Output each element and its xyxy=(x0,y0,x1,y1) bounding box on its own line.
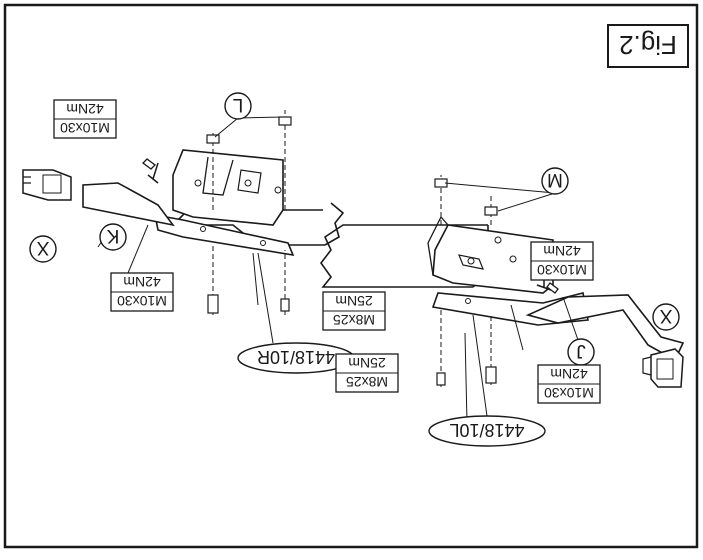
svg-text:42Nm: 42Nm xyxy=(123,274,160,290)
svg-text:M10x30: M10x30 xyxy=(544,385,594,401)
svg-text:25Nm: 25Nm xyxy=(335,293,372,309)
svg-text:L: L xyxy=(233,94,244,115)
spec-box-m8-right: M8x25 25Nm xyxy=(322,291,386,331)
bolt-m8-left xyxy=(436,307,446,387)
callout-l: L xyxy=(224,92,252,120)
figure-label-box: Fig.2 xyxy=(607,24,689,68)
spec-box-m10-left-upper: M10x30 42Nm xyxy=(530,241,594,281)
callout-x-left: X xyxy=(652,303,680,331)
callout-x-right: X xyxy=(29,235,57,263)
bolt-m10-right-lower xyxy=(207,245,219,315)
figure-label: Fig.2 xyxy=(619,30,677,60)
bolt-m10-right-top xyxy=(142,158,159,184)
spec-box-m10-right-lower: M10x30 42Nm xyxy=(110,272,174,312)
svg-text:4418/10R: 4418/10R xyxy=(257,347,335,367)
svg-text:M10x30: M10x30 xyxy=(117,293,167,309)
svg-text:25Nm: 25Nm xyxy=(348,355,385,371)
svg-text:J: J xyxy=(576,340,586,361)
callout-j: J xyxy=(567,338,595,366)
callout-m: M xyxy=(541,167,569,195)
svg-text:42Nm: 42Nm xyxy=(550,366,587,382)
svg-text:K: K xyxy=(106,225,119,246)
nuts-l-right xyxy=(206,110,292,210)
spec-box-m10-right-upper: M10x30 42Nm xyxy=(53,99,117,139)
callout-k: K xyxy=(99,223,127,251)
spec-box-m8-left: M8x25 25Nm xyxy=(335,353,399,393)
part-number-right: 4418/10R xyxy=(237,252,355,374)
support-arm-k xyxy=(82,182,175,227)
svg-text:4418/10L: 4418/10L xyxy=(449,420,524,440)
connector-x-right xyxy=(22,169,72,201)
spec-box-m10-left-lower: M10x30 42Nm xyxy=(537,364,601,404)
mounting-plate-upper-right xyxy=(172,149,284,226)
svg-text:M8x25: M8x25 xyxy=(333,312,375,328)
svg-text:42Nm: 42Nm xyxy=(543,243,580,259)
bolt-m10-left-lower xyxy=(485,315,497,385)
svg-text:X: X xyxy=(659,305,672,326)
svg-text:M8x25: M8x25 xyxy=(346,374,388,390)
svg-text:M10x30: M10x30 xyxy=(537,262,587,278)
svg-text:M: M xyxy=(547,169,563,190)
bolt-m10-left-top xyxy=(536,277,559,294)
nuts-m-left xyxy=(434,175,498,225)
part-number-left: 4418/10L xyxy=(428,314,546,447)
bracket-assembly-right xyxy=(22,110,345,315)
rotated-drawing: Fig.2 xyxy=(22,24,689,447)
bolt-m8-right xyxy=(280,250,290,315)
svg-text:M10x30: M10x30 xyxy=(60,120,110,136)
bracket-assembly-left xyxy=(320,175,685,424)
svg-text:X: X xyxy=(36,237,49,258)
connector-x-left xyxy=(642,348,684,388)
svg-text:42Nm: 42Nm xyxy=(66,101,103,117)
chassis-rail-left xyxy=(320,224,488,288)
